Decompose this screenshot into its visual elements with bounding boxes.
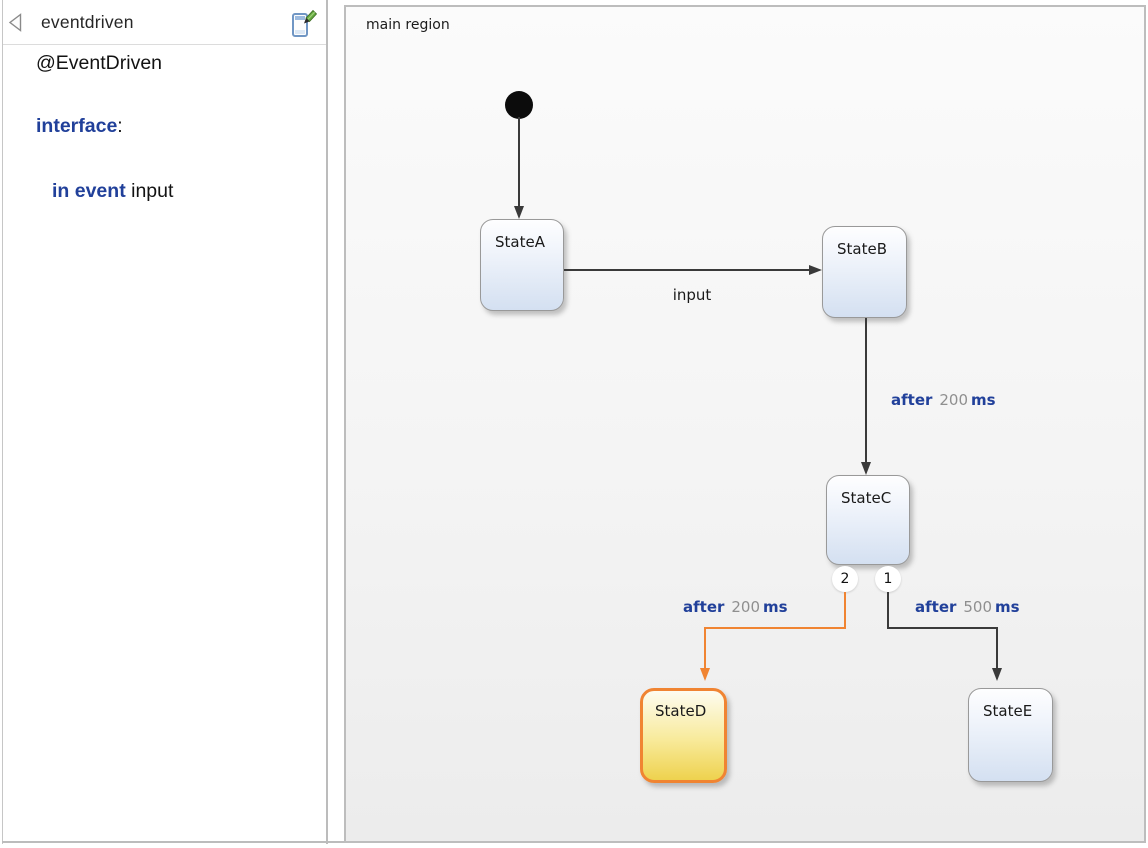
transition-statec-to-statee-arrowhead [992, 668, 1002, 681]
transition-statec-to-statee-line-v2[interactable] [996, 627, 998, 677]
state-stated[interactable]: StateD [640, 688, 727, 783]
transition-statea-to-stateb-line[interactable] [564, 269, 810, 271]
state-statea-label: StateA [495, 233, 545, 251]
priority-2-number: 2 [840, 571, 850, 587]
transition-initial-to-statea-line[interactable] [518, 117, 520, 209]
region-label: main region [366, 17, 450, 33]
definition-panel-header: eventdriven [3, 0, 326, 45]
diagram-canvas[interactable]: main region StateA input StateB after 200… [344, 5, 1146, 843]
state-statea[interactable]: StateA [480, 219, 564, 311]
definition-panel[interactable]: eventdriven @EventDriven interface: in e… [2, 0, 328, 844]
transition-statec-to-stated-line-v2[interactable] [704, 627, 706, 677]
annotation-eventdriven: @EventDriven [36, 52, 162, 75]
in-event-keyword: in event [52, 180, 126, 202]
state-statee[interactable]: StateE [968, 688, 1053, 782]
state-statec[interactable]: StateC [826, 475, 910, 565]
after-keyword: after [915, 598, 957, 616]
interface-keyword: interface [36, 115, 118, 137]
after-value: 200 [939, 391, 969, 409]
after-keyword: after [891, 391, 933, 409]
transition-statec-to-statee-line-v1[interactable] [887, 592, 889, 629]
after-value: 200 [731, 598, 761, 616]
after-keyword: after [683, 598, 725, 616]
event-declaration: in event input [52, 180, 173, 203]
event-name: input [131, 180, 174, 202]
state-stated-label: StateD [655, 702, 707, 720]
interface-declaration: interface: [36, 115, 123, 138]
state-stateb[interactable]: StateB [822, 226, 907, 318]
after-unit: ms [763, 598, 788, 616]
state-statec-label: StateC [841, 489, 892, 507]
panel-bottom-border [2, 841, 346, 843]
interface-colon: : [117, 115, 123, 137]
transition-statec-to-stated-line-v1[interactable] [844, 592, 846, 629]
after-unit: ms [971, 391, 996, 409]
event-trigger-label: input [672, 286, 712, 304]
transition-priority-1-badge: 1 [875, 566, 901, 592]
panel-title: eventdriven [41, 12, 134, 32]
transition-statea-to-stateb-label[interactable]: input [642, 286, 742, 304]
transition-statea-to-stateb-arrowhead [809, 265, 822, 275]
transition-priority-2-badge: 2 [832, 566, 858, 592]
edit-definition-icon[interactable] [289, 6, 317, 39]
transition-initial-to-statea-arrowhead [514, 206, 524, 219]
after-value: 500 [963, 598, 993, 616]
state-statee-label: StateE [983, 702, 1033, 720]
transition-stateb-to-statec-line[interactable] [865, 318, 867, 462]
priority-1-number: 1 [883, 571, 893, 587]
after-unit: ms [995, 598, 1020, 616]
collapse-panel-icon[interactable] [8, 13, 23, 32]
transition-statec-to-stated-arrowhead [700, 668, 710, 681]
state-stateb-label: StateB [837, 240, 887, 258]
initial-state-dot[interactable] [505, 91, 533, 119]
transition-statec-to-statee-line-h[interactable] [887, 627, 998, 629]
annotation-text: @EventDriven [36, 52, 163, 74]
transition-statec-to-stated-line-h[interactable] [704, 627, 846, 629]
transition-stateb-to-statec-arrowhead [861, 462, 871, 475]
